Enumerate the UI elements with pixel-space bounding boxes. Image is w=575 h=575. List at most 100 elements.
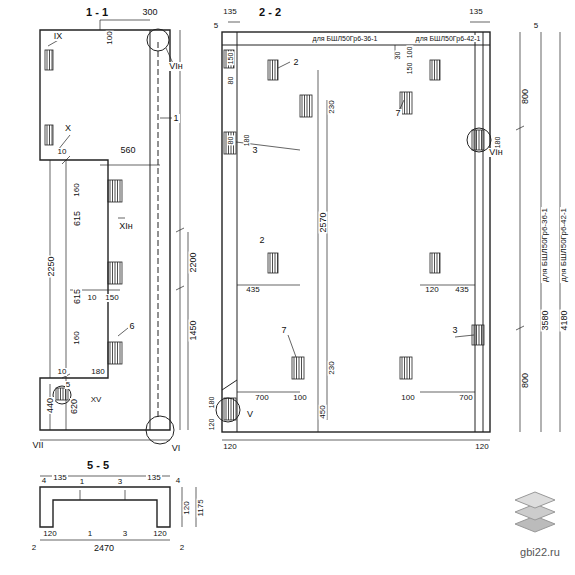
dimension-label: 150: [407, 61, 414, 75]
dimension-label: V: [246, 410, 254, 419]
dimension-label: 700: [254, 394, 269, 402]
dimension-label: 4180: [560, 309, 569, 331]
rebar-block: [400, 92, 412, 114]
dimension-line: [40, 476, 196, 540]
dimension-label: 7: [280, 326, 287, 335]
rebar-line: [158, 42, 159, 420]
dimension-label: 4: [41, 477, 47, 485]
dimension-label: для БШЛ50Гр6-42-1: [415, 35, 482, 42]
dimension-label: 3580: [541, 309, 550, 331]
dimension-label: 5 - 5: [86, 460, 110, 471]
dimension-label: XV: [90, 396, 103, 404]
dimension-label: IX: [53, 32, 64, 41]
dimension-label: X: [64, 124, 72, 133]
rebar-block: [292, 357, 304, 379]
dimension-label: для БШЛ50Гр6-42-1: [560, 207, 568, 283]
dimension-label: 3: [251, 146, 258, 155]
dimension-label: 5: [213, 22, 219, 30]
dimension-label: 10: [57, 368, 68, 376]
dimension-label: 2 - 2: [258, 7, 282, 18]
dimension-label: 2250: [47, 255, 56, 277]
dimension-label: 160: [73, 182, 81, 197]
wall-line: [150, 30, 151, 430]
dimension-line: [222, 22, 560, 440]
dimension-label: 100: [407, 45, 414, 59]
panel-line: [222, 32, 490, 432]
dimension-label: 120: [42, 530, 57, 538]
rebar-block: [108, 262, 122, 284]
dimension-label: 800: [522, 87, 531, 104]
dimension-label: 435: [245, 286, 260, 294]
dimension-label: 2470: [93, 544, 115, 553]
dimension-label: 3: [122, 530, 128, 538]
detail-circle: [147, 29, 169, 51]
dimension-label: VIн: [168, 62, 183, 71]
dimension-label: 2: [292, 58, 299, 67]
dimension-label: 120: [183, 500, 191, 515]
dimension-label: 80: [227, 75, 234, 85]
dimension-label: 3: [117, 478, 123, 486]
dimension-label: для БШЛ50Гр6-36-1: [541, 207, 549, 283]
rebar-block: [45, 50, 53, 70]
rebar-block: [224, 132, 236, 154]
dimension-label: 2: [258, 236, 265, 245]
rebar-block: [430, 253, 440, 273]
dimension-label: 3: [451, 326, 458, 335]
dimension-label: 135: [222, 8, 237, 16]
rebar-block: [300, 95, 312, 117]
dimension-label: 120: [222, 443, 237, 451]
watermark: gbi22.ru: [519, 547, 561, 558]
leader-line: [48, 38, 176, 336]
rebar-block: [45, 125, 53, 145]
dimension-label: 615: [74, 287, 83, 304]
rebar-block: [472, 325, 484, 345]
dimension-line: [40, 20, 188, 440]
dimension-label: VI: [171, 444, 182, 453]
dimension-label: 620: [71, 397, 80, 414]
dimension-label: 1 - 1: [85, 7, 109, 18]
dimension-label: 100: [400, 394, 415, 402]
rebar-block: [224, 398, 236, 420]
dimension-label: 10: [57, 148, 68, 156]
dimension-label: 800: [522, 371, 531, 388]
panel-outline: [222, 32, 490, 432]
rebar-block: [108, 342, 122, 364]
leader-line: [236, 62, 474, 357]
section-outline: [40, 30, 170, 430]
detail-circle: [216, 398, 240, 422]
dimension-label: 7: [394, 109, 401, 118]
rebar-block: [400, 357, 412, 379]
rebar-block: [108, 180, 122, 202]
dimension-label: 2570: [319, 211, 328, 233]
dimension-label: 120: [474, 443, 489, 451]
dimension-label: 615: [74, 209, 83, 226]
rebar-block: [268, 253, 278, 273]
dimension-label: 150: [104, 294, 119, 302]
dimension-label: 1175: [197, 498, 205, 517]
dimension-label: 230: [328, 360, 336, 375]
dimension-label: 435: [454, 286, 469, 294]
dimension-label: 100: [292, 394, 307, 402]
dimension-label: 6: [128, 322, 135, 331]
dimension-label: 120: [209, 417, 216, 431]
logo-icon: [515, 492, 555, 532]
dimension-label: 30: [394, 50, 401, 60]
dimension-label: 560: [119, 146, 136, 155]
section-outline: [40, 487, 170, 527]
dimension-label: 10: [87, 294, 98, 302]
dimension-label: 135: [52, 474, 67, 482]
dimension-label: 1: [172, 114, 179, 123]
dimension-label: 180: [90, 368, 105, 376]
dimension-label: 135: [146, 474, 161, 482]
dimension-label: 160: [73, 330, 81, 345]
rebar-block: [224, 50, 234, 68]
dimension-label: 80: [227, 135, 234, 145]
dimension-label: 450: [319, 404, 327, 419]
dimension-label: 120: [152, 530, 167, 538]
rebar-block: [430, 60, 440, 80]
dimension-label: 150: [228, 51, 235, 65]
rebar-block: [268, 60, 278, 80]
dimension-label: 2200: [189, 251, 198, 273]
dimension-label: 135: [468, 8, 483, 16]
